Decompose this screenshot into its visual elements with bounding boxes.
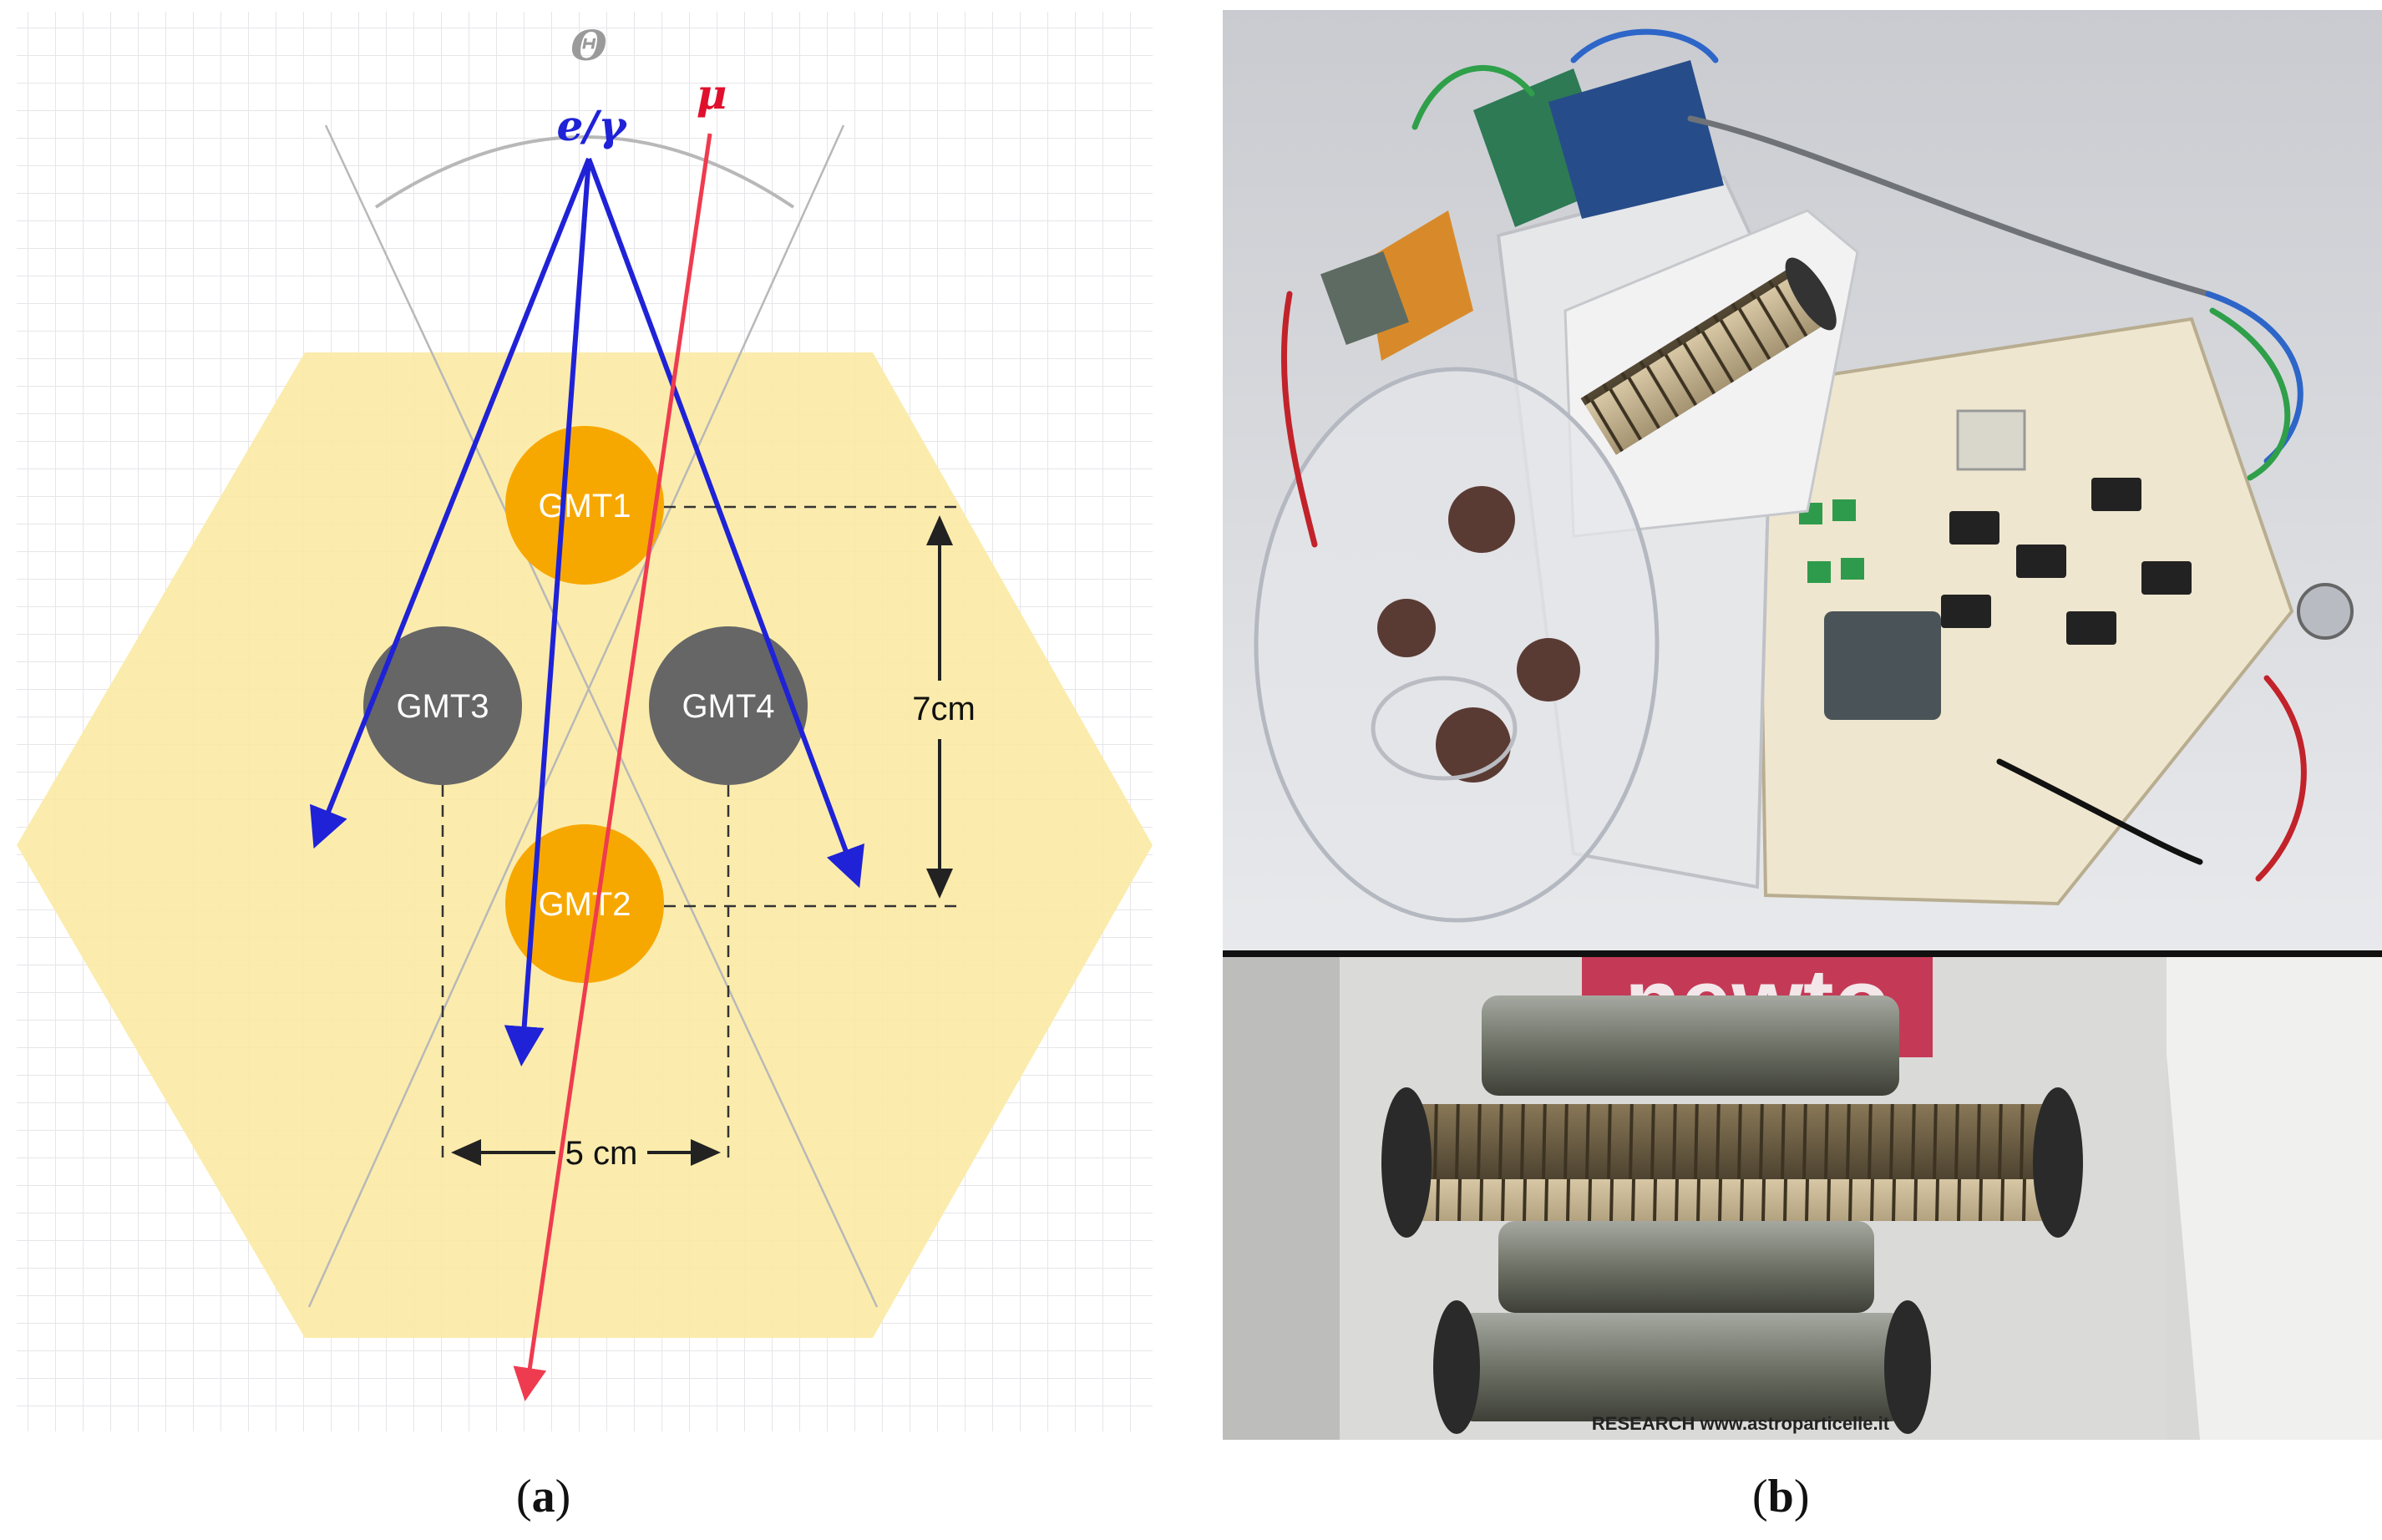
panel-b-photos: newto RESEARCH www.astroparticelle.it [1223, 10, 2382, 1440]
seven-segment-display [1956, 409, 2026, 471]
gmt3-label: GMT3 [396, 688, 489, 725]
muon-track [513, 133, 712, 1401]
knob [2297, 583, 2354, 640]
photo-separator [1223, 950, 2382, 957]
horizontal-dimension-label: 5 cm [565, 1135, 638, 1172]
caption-b: (b) [1752, 1471, 1810, 1522]
horizontal-dimension: 5 cm [451, 1135, 721, 1172]
gm-tube-top [1482, 995, 1899, 1096]
dimension-guides [441, 505, 960, 1165]
gmt2-label: GMT2 [538, 886, 631, 923]
gm-tubes-closeup-photo: newto RESEARCH www.astroparticelle.it [1223, 950, 2382, 1440]
muon-label: μ [697, 69, 727, 119]
arduino-boards [1320, 60, 1724, 361]
electron-gamma-tracks [310, 157, 864, 1066]
gmt4-tube: GMT4 [649, 626, 808, 785]
gmt2-tube: GMT2 [505, 824, 664, 983]
research-text: RESEARCH www.astroparticelle.it [1592, 1413, 1890, 1434]
caption-b-letter: b [1767, 1471, 1794, 1522]
transparent-end-disc [1254, 367, 1660, 923]
electron-gamma-label: e/γ [556, 101, 627, 150]
acceptance-angle-arc [374, 135, 795, 209]
acceptance-cone [307, 124, 879, 1308]
gmt3-tube: GMT3 [363, 626, 522, 785]
angle-theta-label: Θ [570, 21, 607, 70]
detector-photo: newto RESEARCH www.astroparticelle.it [1223, 10, 2382, 1440]
cables [1280, 28, 2307, 882]
detector-schematic: Θ GMT1 GMT2 GMT3 GMT4 7cm 5 cm [17, 12, 1153, 1431]
pcb-board [1755, 317, 2294, 906]
caption-a: (a) [516, 1471, 571, 1522]
gmt4-label: GMT4 [682, 688, 774, 725]
ic-chips [1941, 478, 2192, 645]
gm-tube-brass [1406, 1104, 2058, 1221]
gmt1-label: GMT1 [538, 488, 631, 524]
panel-a-diagram: Θ GMT1 GMT2 GMT3 GMT4 7cm 5 cm [0, 0, 1186, 1445]
caption-a-letter: a [531, 1471, 555, 1522]
transformer [1824, 611, 1941, 720]
gmt1-tube: GMT1 [505, 426, 664, 585]
brass-gm-tube [1580, 257, 1837, 455]
vertical-dimension-label: 7cm [912, 691, 976, 727]
gm-tube-bottom [1457, 1313, 1908, 1421]
vertical-dimension: 7cm [912, 515, 976, 899]
assembled-detector-photo [1223, 10, 2382, 950]
